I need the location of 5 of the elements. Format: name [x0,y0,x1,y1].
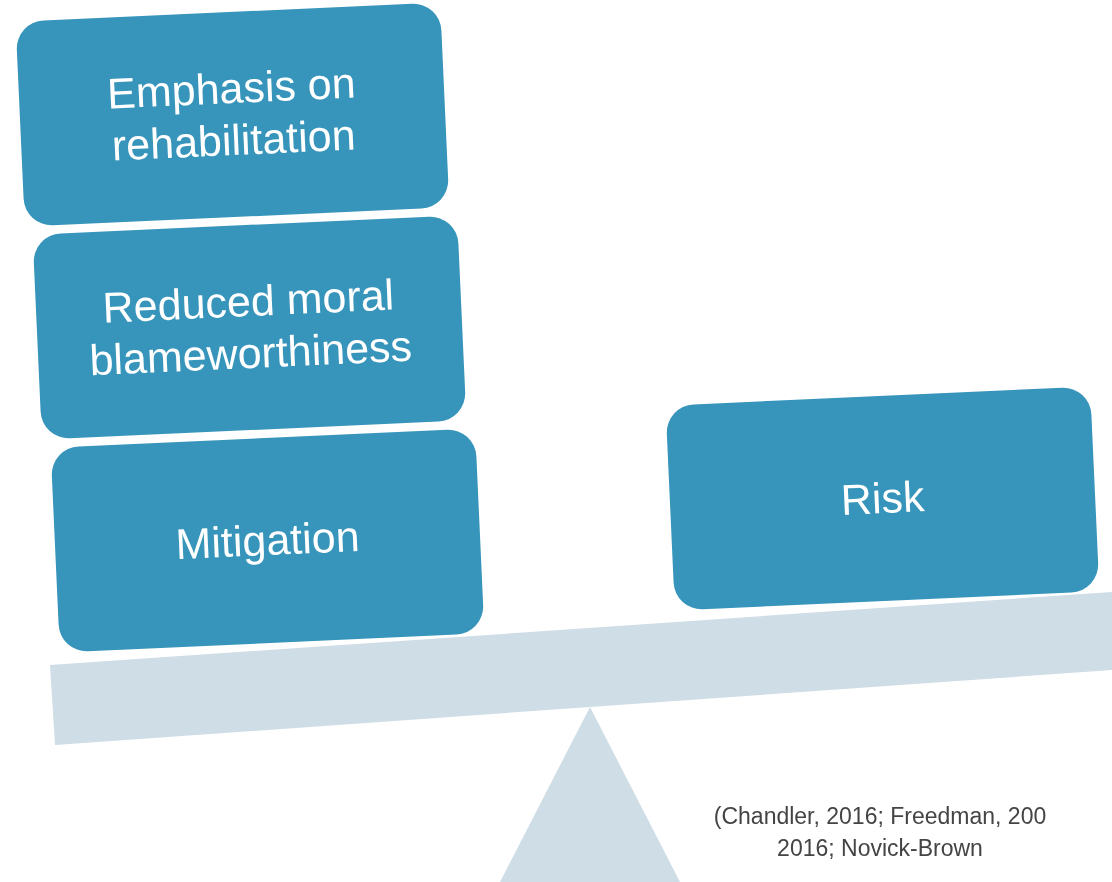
box-text: Mitigation [174,510,361,570]
box-text: Risk [839,470,926,526]
citation-text: (Chandler, 2016; Freedman, 200 2016; Novick-Brown [712,802,1048,864]
box-text: Reduced moral blameworthiness [87,269,414,386]
box-text: Emphasis on rehabilitation [105,57,358,171]
